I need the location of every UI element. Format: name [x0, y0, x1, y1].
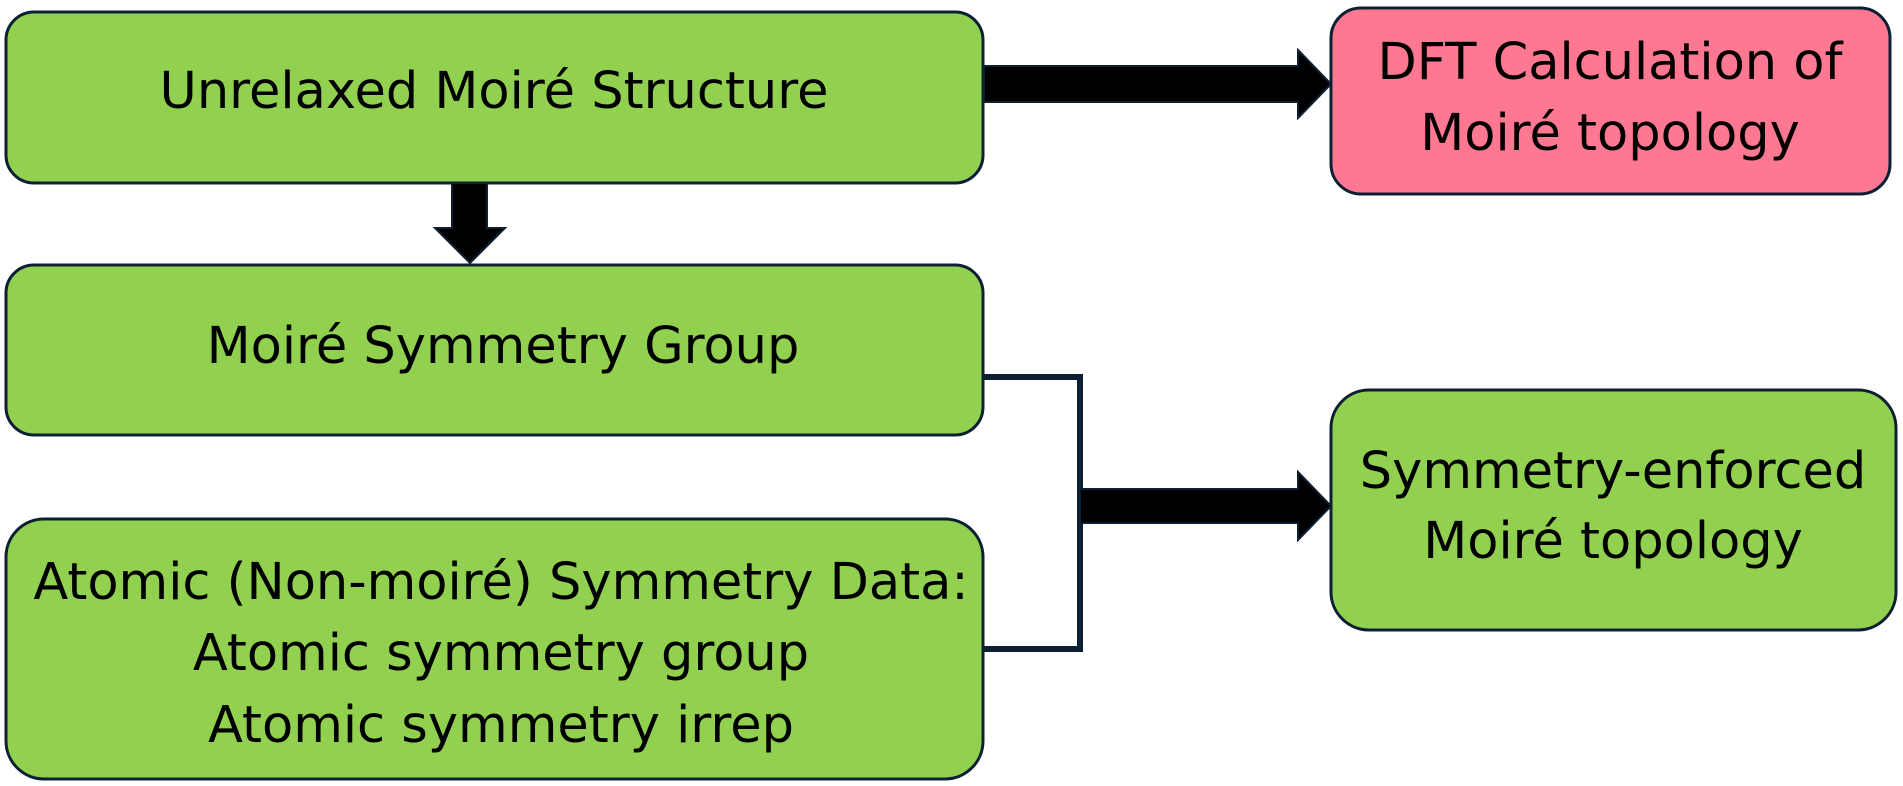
bracket-connector: [984, 374, 1083, 652]
arrow-to-symmetry-enforced: [1079, 469, 1333, 543]
node-enforced-label-line-1: Symmetry-enforced: [1360, 442, 1866, 501]
node-symmetry-group-box: [4, 263, 985, 437]
node-dft-label-line-1: DFT Calculation of: [1378, 33, 1844, 92]
node-dft-calculation: DFT Calculation of Moiré topology: [1329, 6, 1892, 196]
node-atomic-symmetry-data: Atomic (Non-moiré) Symmetry Data: Atomic…: [4, 517, 985, 781]
node-atomic-data-label-line-2: Atomic symmetry group: [193, 624, 809, 683]
node-symmetry-enforced-topology: Symmetry-enforced Moiré topology: [1329, 388, 1898, 632]
node-atomic-data-label-line-3: Atomic symmetry irrep: [208, 696, 794, 755]
node-moire-symmetry-group: Moiré Symmetry Group: [4, 263, 985, 437]
node-unrelaxed-label: Unrelaxed Moiré Structure: [160, 62, 829, 121]
arrow-unrelaxed-to-symmetry-group: [432, 182, 508, 265]
arrow-unrelaxed-to-dft: [983, 47, 1333, 121]
node-symmetry-group-label: Moiré Symmetry Group: [207, 317, 800, 376]
node-enforced-box: [1329, 388, 1898, 632]
node-unrelaxed-moire-structure: Unrelaxed Moiré Structure: [4, 10, 985, 185]
node-atomic-data-label-line-1: Atomic (Non-moiré) Symmetry Data:: [33, 553, 968, 612]
node-enforced-label-line-2: Moiré topology: [1423, 512, 1803, 571]
node-dft-box: [1329, 6, 1892, 196]
node-atomic-data-box: [4, 517, 985, 781]
node-dft-label-line-2: Moiré topology: [1420, 104, 1800, 163]
